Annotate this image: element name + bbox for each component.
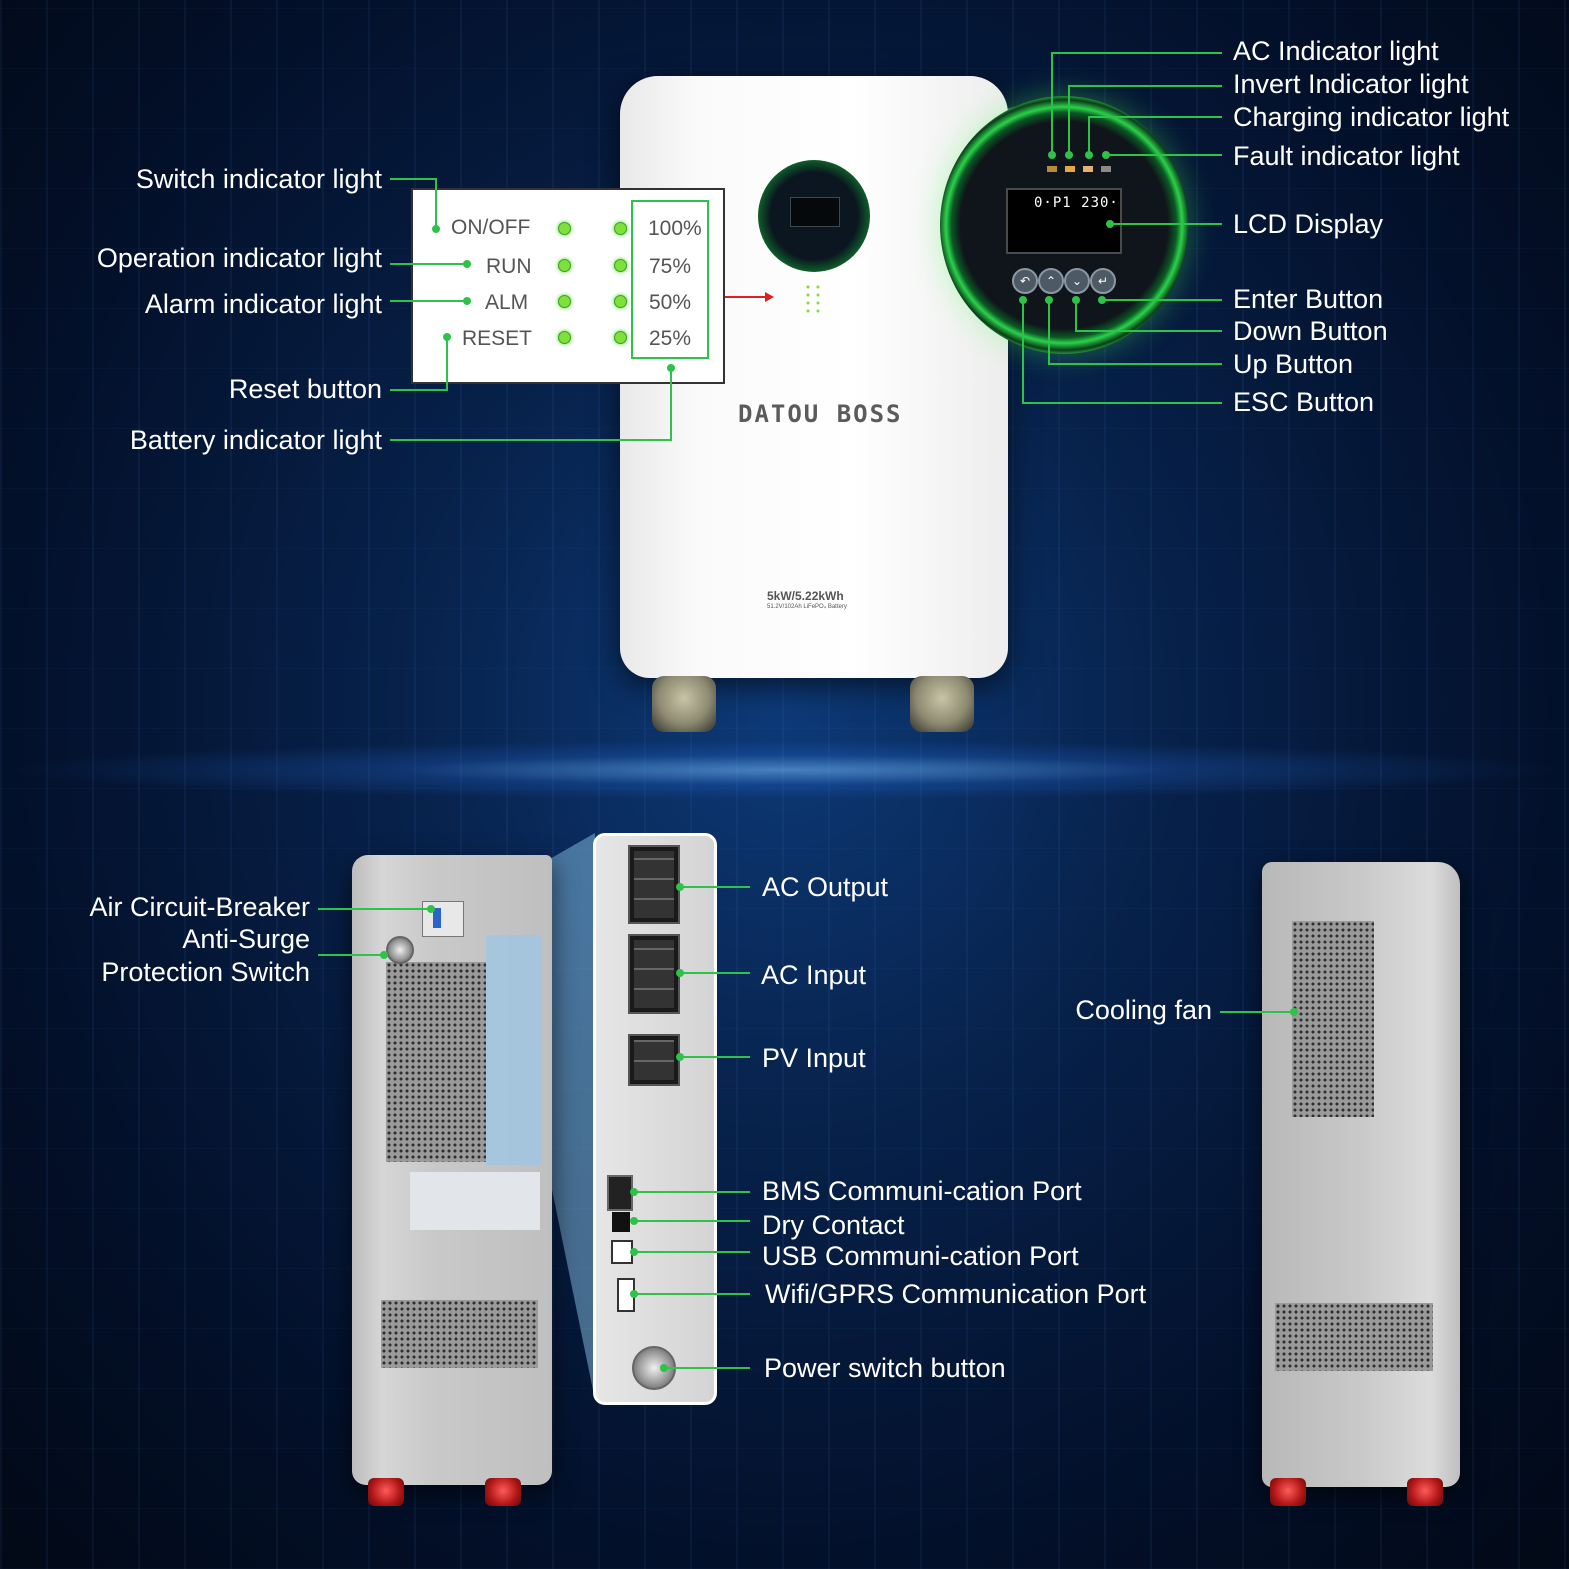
lcd-readout: 0·P1 230· — [1034, 195, 1119, 211]
label-fault-indicator: Fault indicator light — [1233, 141, 1460, 171]
panel-label-reset: RESET — [462, 327, 533, 350]
pv-input-terminal — [628, 1034, 680, 1086]
battery-pct-75: 75% — [649, 255, 692, 278]
battery-pct-100: 100% — [648, 217, 702, 240]
indicator-panel-zoom — [411, 188, 725, 384]
label-ac-output: AC Output — [762, 872, 889, 902]
usb-port — [611, 1240, 633, 1264]
label-ac-indicator: AC Indicator light — [1233, 36, 1439, 66]
battery-pct-25: 25% — [649, 327, 692, 350]
label-pv-input: PV Input — [762, 1043, 866, 1073]
status-led — [558, 222, 571, 235]
label-power-switch: Power switch button — [764, 1353, 1006, 1383]
air-circuit-breaker — [422, 901, 464, 937]
label-operation-indicator: Operation indicator light — [96, 243, 382, 273]
label-protection-switch: Protection Switch — [101, 957, 310, 987]
panel-label-alm: ALM — [485, 291, 529, 314]
battery-pct-50: 50% — [649, 291, 692, 314]
vent-grille — [1275, 1303, 1433, 1371]
label-up-button: Up Button — [1233, 349, 1354, 379]
vent-grille — [386, 962, 486, 1162]
label-battery-indicator: Battery indicator light — [129, 425, 382, 455]
enter-button[interactable]: ↵ — [1090, 268, 1116, 294]
label-cooling-fan: Cooling fan — [1075, 995, 1212, 1025]
caster-wheel — [652, 676, 716, 732]
status-led — [558, 259, 571, 272]
battery-led — [614, 259, 627, 272]
caster-wheel — [485, 1478, 521, 1506]
caster-wheel — [910, 676, 974, 732]
anti-surge-switch — [386, 936, 414, 964]
battery-level-box — [631, 200, 709, 359]
status-led — [558, 331, 571, 344]
spec-label — [410, 1172, 540, 1230]
label-ac-input: AC Input — [761, 960, 867, 990]
ac-output-terminal — [628, 845, 680, 924]
label-lcd-display: LCD Display — [1233, 209, 1384, 239]
esc-button[interactable]: ↶ — [1012, 268, 1038, 294]
label-usb-port: USB Communi-cation Port — [762, 1241, 1079, 1271]
power-rating: 5kW/5.22kWh — [767, 589, 844, 603]
label-dry-contact: Dry Contact — [762, 1210, 905, 1240]
label-switch-indicator: Switch indicator light — [135, 164, 382, 194]
panel-label-onoff: ON/OFF — [451, 216, 531, 239]
up-button[interactable]: ⌃ — [1038, 268, 1064, 294]
label-invert-indicator: Invert Indicator light — [1233, 69, 1469, 99]
dry-contact-port — [612, 1212, 630, 1232]
label-air-circuit-breaker: Air Circuit-Breaker — [89, 892, 310, 922]
label-charging-indicator: Charging indicator light — [1233, 102, 1510, 132]
fault-indicator — [1101, 166, 1111, 172]
ac-indicator — [1047, 166, 1057, 172]
caster-wheel — [1270, 1478, 1306, 1506]
label-wifi-port: Wifi/GPRS Communication Port — [765, 1279, 1147, 1309]
label-down-button: Down Button — [1233, 316, 1388, 346]
brand-logo: DATOU BOSS — [738, 400, 903, 428]
bms-port — [607, 1175, 633, 1211]
down-button[interactable]: ⌄ — [1064, 268, 1090, 294]
battery-spec: 51.2V/102Ah LiFePO₄ Battery — [767, 604, 847, 610]
lcd-display — [1006, 188, 1122, 254]
wifi-port — [617, 1278, 635, 1312]
label-enter-button: Enter Button — [1233, 284, 1384, 314]
label-reset-button: Reset button — [228, 374, 382, 404]
panel-label-run: RUN — [486, 255, 532, 278]
cooling-fan-grille — [1292, 921, 1374, 1117]
label-alarm-indicator: Alarm indicator light — [144, 289, 382, 319]
label-esc-button: ESC Button — [1233, 387, 1375, 417]
invert-indicator — [1065, 166, 1075, 172]
battery-led — [614, 295, 627, 308]
battery-led — [614, 222, 627, 235]
charging-indicator — [1083, 166, 1093, 172]
lcd-display-small — [790, 197, 840, 227]
battery-led — [614, 331, 627, 344]
port-panel-zoom — [593, 833, 717, 1405]
port-highlight — [486, 935, 541, 1165]
divider-glow — [0, 740, 1569, 800]
label-bms-port: BMS Communi-cation Port — [762, 1176, 1082, 1206]
power-switch-button[interactable] — [632, 1346, 676, 1390]
caster-wheel — [1407, 1478, 1443, 1506]
ac-input-terminal — [628, 934, 680, 1014]
status-led — [558, 295, 571, 308]
label-anti-surge: Anti-Surge — [182, 924, 310, 954]
caster-wheel — [368, 1478, 404, 1506]
vent-grille — [381, 1300, 538, 1368]
